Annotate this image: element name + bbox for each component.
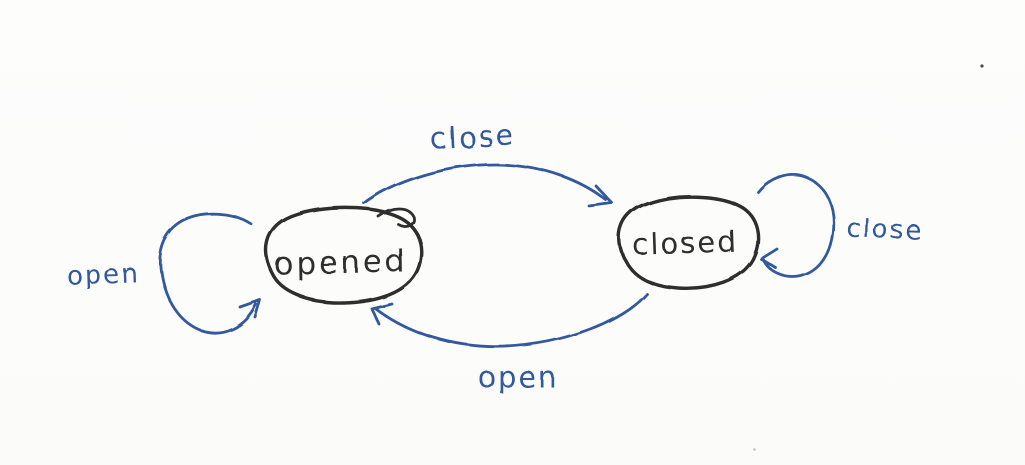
self-loop-open-arc <box>158 212 258 334</box>
paper-speck-faint <box>752 447 756 451</box>
label-open-left: open <box>66 259 140 292</box>
transition-opened-self-loop <box>158 212 262 334</box>
self-loop-close-arc <box>757 174 835 279</box>
transition-close-arc <box>362 162 608 205</box>
state-closed-label: closed <box>632 224 738 262</box>
transition-close-arrowhead <box>587 184 614 208</box>
state-closed-ellipse <box>617 194 760 290</box>
transition-open-arrowhead <box>370 302 394 326</box>
self-loop-close-arrowhead <box>759 247 779 270</box>
state-opened-pen-overlap <box>376 207 415 228</box>
transition-closed-self-loop <box>757 174 835 279</box>
label-close-right: close <box>846 214 924 247</box>
label-close-top: close <box>430 118 516 156</box>
self-loop-open-arrowhead <box>238 298 262 319</box>
transition-closed-to-opened <box>370 292 649 349</box>
state-opened-label: opened <box>274 244 409 282</box>
transition-opened-to-closed <box>362 162 614 208</box>
state-opened-ellipse <box>264 206 423 305</box>
label-open-bottom: open <box>478 360 558 394</box>
transition-open-arc <box>374 292 649 349</box>
paper-speck-dark <box>980 64 984 68</box>
